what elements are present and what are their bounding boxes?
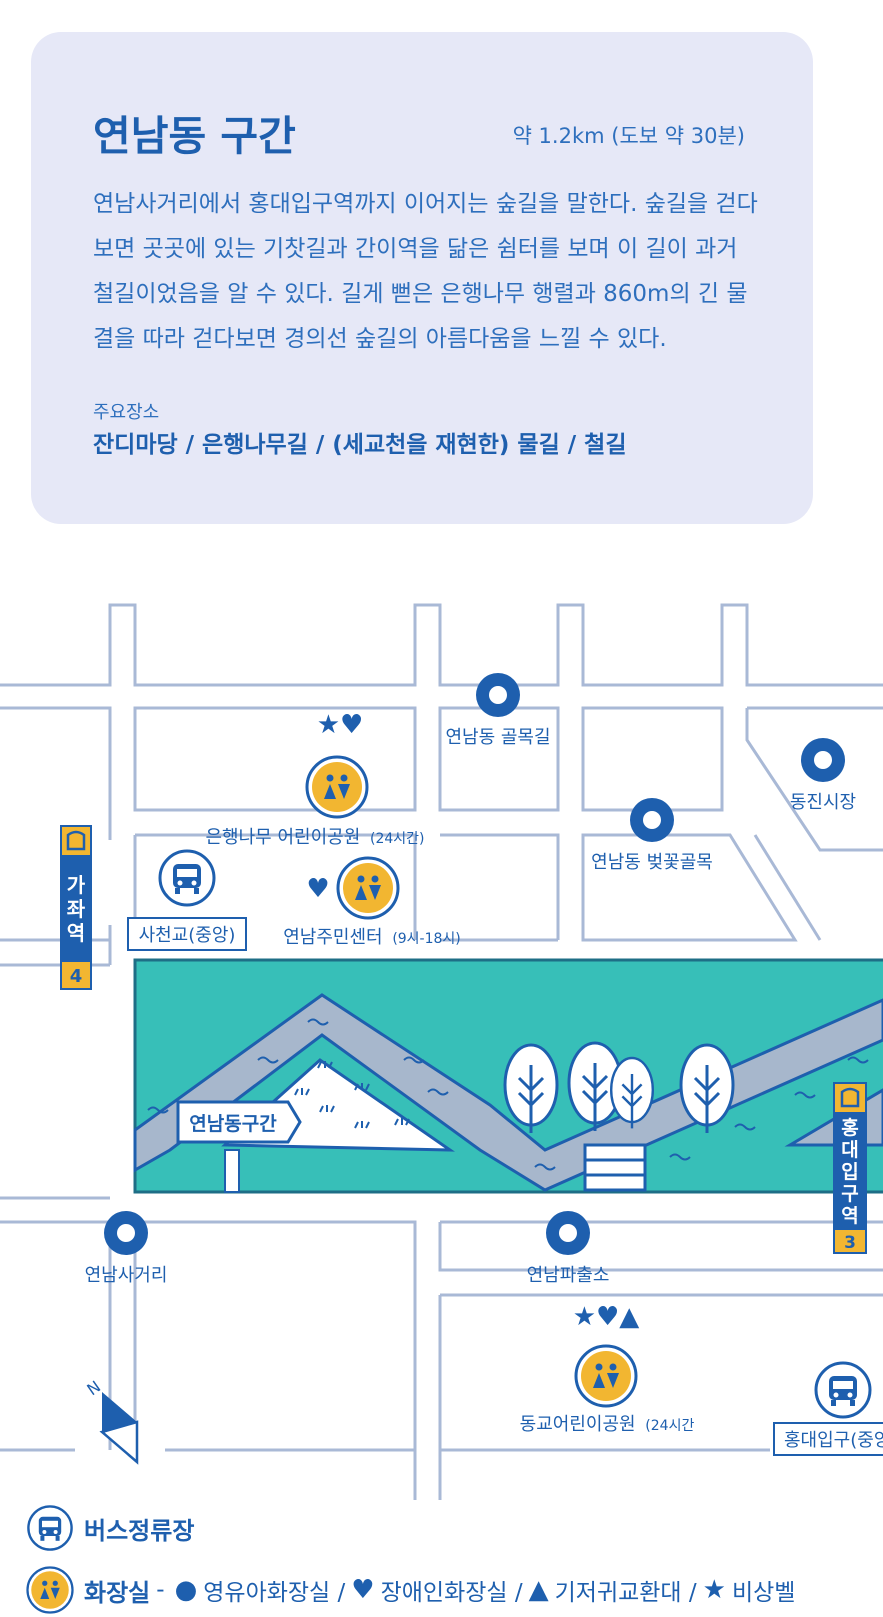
roads xyxy=(0,603,883,1500)
toilet-icon xyxy=(336,856,400,920)
section-title: 연남동 구간 xyxy=(93,112,296,160)
bus-icon xyxy=(158,849,216,907)
legend-item-bell: ★ 비상벨 xyxy=(703,1573,796,1607)
bus-stop-hongdae: 홍대입구(중앙) xyxy=(773,1361,883,1456)
north-label: N xyxy=(83,1377,104,1399)
section-info-card: 연남동 구간 약 1.2km (도보 약 30분) 연남사거리에서 홍대입구역까… xyxy=(31,32,813,524)
toilet-center: ♥ 연남주민센터 (9시-18시) xyxy=(283,856,461,948)
station-hongdae-char-3: 입 xyxy=(841,1161,858,1183)
toilet-donggyo-hours: (24시간 xyxy=(645,1418,694,1434)
landmark-dongjin-label: 동진시장 xyxy=(790,792,856,813)
station-gajwa: 가 좌 역 4 xyxy=(60,825,92,990)
toilet-eunhaeng-hours: (24시간) xyxy=(370,831,425,847)
toilet-donggyo-name: 동교어린이공원 xyxy=(520,1414,636,1435)
station-hongdae: 홍 대 입 구 역 3 xyxy=(833,1082,867,1254)
toilet-donggyo: ★♥▲ 동교어린이공원 (24시간 xyxy=(520,1302,695,1435)
toilet-eunhaeng: ★♥ 은행나무 어린이공원 (24시간) xyxy=(206,710,425,848)
park-sign-label: 연남동구간 xyxy=(189,1113,277,1135)
landmark-police: 연남파출소 xyxy=(527,1211,610,1286)
station-gajwa-char-3: 역 xyxy=(67,921,85,945)
toilet-icon xyxy=(305,755,369,819)
bus-stop-hongdae-label: 홍대입구(중앙) xyxy=(784,1430,883,1451)
circle-icon: ● xyxy=(174,1575,198,1605)
toilet-eunhaeng-name: 은행나무 어린이공원 xyxy=(206,827,361,848)
legend-dash: - xyxy=(156,1577,165,1603)
legend-bus-label: 버스정류장 xyxy=(84,1516,195,1545)
legend-item-bell-text: 비상벨 xyxy=(731,1580,796,1606)
legend-toilet: 화장실 - ● 영유아화장실 / ♥ 장애인화장실 / ▲ 기저귀교환대 / ★… xyxy=(26,1566,801,1614)
legend-item-infant-text: 영유아화장실 / xyxy=(203,1580,346,1606)
svg-text:동교어린이공원 (24시간: 동교어린이공원 (24시간 xyxy=(520,1414,695,1435)
landmark-police-label: 연남파출소 xyxy=(527,1265,610,1286)
section-description: 연남사거리에서 홍대입구역까지 이어지는 숲길을 말한다. 숲길을 걷다 보면 … xyxy=(93,191,758,352)
svg-text:연남주민센터 (9시-18시): 연남주민센터 (9시-18시) xyxy=(283,927,461,948)
toilet-center-symbols: ♥ xyxy=(306,874,329,904)
station-gajwa-char-2: 좌 xyxy=(67,897,86,921)
north-arrow: N xyxy=(83,1377,139,1465)
landmark-beotkkot-label: 연남동 벚꽃골목 xyxy=(591,852,713,873)
water-waves xyxy=(147,1018,869,1171)
station-hongdae-char-1: 홍 xyxy=(841,1116,858,1139)
toilet-icon xyxy=(574,1344,638,1408)
landmark-golmok: 연남동 골목길 xyxy=(445,673,551,748)
star-icon: ★ xyxy=(702,1575,726,1605)
places-list: 잔디마당 / 은행나무길 / (세교천을 재현한) 물길 / 철길 xyxy=(93,432,627,458)
toilet-icon xyxy=(26,1566,74,1614)
station-hongdae-char-4: 구 xyxy=(841,1183,858,1205)
legend-item-diaper: ▲ 기저귀교환대 / xyxy=(529,1573,697,1607)
landmark-dongjin: 동진시장 xyxy=(790,738,856,813)
station-hongdae-line: 3 xyxy=(844,1233,856,1253)
places-label: 주요장소 xyxy=(93,402,160,423)
triangle-icon: ▲ xyxy=(528,1575,549,1605)
landmark-golmok-label: 연남동 골목길 xyxy=(445,727,550,748)
legend-bus: 버스정류장 xyxy=(26,1504,194,1552)
toilet-center-hours: (9시-18시) xyxy=(392,931,460,947)
landmark-beotkkot: 연남동 벚꽃골목 xyxy=(591,798,713,873)
rail-bridge xyxy=(583,1143,647,1192)
bus-stop-sacheon: 사천교(중앙) xyxy=(127,849,247,951)
legend-toilet-label: 화장실 xyxy=(84,1578,151,1607)
landmark-sageori-label: 연남사거리 xyxy=(85,1265,168,1286)
legend-item-diaper-text: 기저귀교환대 / xyxy=(554,1580,697,1606)
station-gajwa-char-1: 가 xyxy=(67,873,86,897)
heart-icon: ♥ xyxy=(351,1575,375,1605)
legend-item-disabled-text: 장애인화장실 / xyxy=(380,1580,523,1606)
landmark-sageori: 연남사거리 xyxy=(85,1211,168,1286)
map: 연남동구간 연남동 골목길 동진시장 연남동 벚꽃골목 연남사거리 연남파출소 … xyxy=(0,590,883,1500)
station-hongdae-char-5: 역 xyxy=(841,1205,858,1227)
legend-item-disabled: ♥ 장애인화장실 / xyxy=(351,1573,522,1607)
station-hongdae-char-2: 대 xyxy=(841,1139,858,1161)
section-distance: 약 1.2km (도보 약 30분) xyxy=(512,124,745,148)
bus-icon xyxy=(814,1361,872,1419)
toilet-center-name: 연남주민센터 xyxy=(283,927,382,948)
station-gajwa-line: 4 xyxy=(70,966,83,987)
toilet-donggyo-symbols: ★♥▲ xyxy=(573,1302,640,1332)
lawn-grass xyxy=(294,1061,410,1129)
legend-toilet-items: - ● 영유아화장실 / ♥ 장애인화장실 / ▲ 기저귀교환대 / ★ 비상벨 xyxy=(156,1573,801,1607)
legend-item-infant: ● 영유아화장실 / xyxy=(175,1573,346,1607)
bus-stop-sacheon-label: 사천교(중앙) xyxy=(139,925,236,946)
map-canvas: 연남동구간 연남동 골목길 동진시장 연남동 벚꽃골목 연남사거리 연남파출소 … xyxy=(0,603,883,1500)
bus-icon xyxy=(27,1505,73,1551)
toilet-eunhaeng-symbols: ★♥ xyxy=(317,710,364,740)
park-sign: 연남동구간 xyxy=(176,1100,302,1193)
svg-text:은행나무 어린이공원 (24시간): 은행나무 어린이공원 (24시간) xyxy=(206,827,425,848)
